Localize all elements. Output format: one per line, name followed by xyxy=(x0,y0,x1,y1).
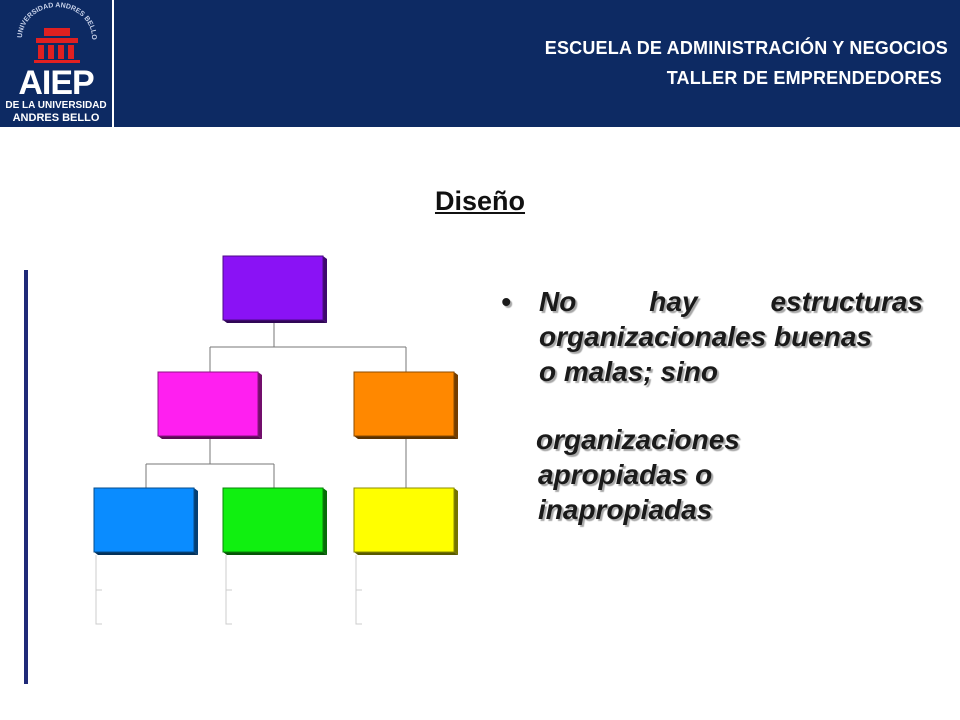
org-box-mid-left xyxy=(157,371,262,439)
bullet-line-3: o malas; sino xyxy=(539,356,718,387)
org-chart xyxy=(93,255,458,625)
logo-line1: DE LA UNIVERSIDAD xyxy=(5,100,106,111)
continuation-text: organizaciones apropiadas o inapropiadas xyxy=(528,422,740,527)
left-vertical-rule xyxy=(24,270,28,684)
org-box-bottom-1 xyxy=(93,487,198,555)
org-box-mid-right xyxy=(353,371,458,439)
bullet-word-1: No xyxy=(539,286,577,317)
logo-line2: ANDRES BELLO xyxy=(13,112,100,124)
continuation-line-2: apropiadas o xyxy=(538,459,713,490)
continuation-line-3: inapropiadas xyxy=(538,494,713,525)
org-chart-connectors xyxy=(145,322,407,488)
aiep-logo: UNIVERSIDAD ANDRES BELLO AIEP DE LA UNIV… xyxy=(0,0,114,127)
header-subtitle: TALLER DE EMPRENDEDORES xyxy=(666,68,942,88)
header-title: ESCUELA DE ADMINISTRACIÓN Y NEGOCIOS xyxy=(544,38,948,58)
slide-title: Diseño xyxy=(434,186,526,216)
logo-wordmark: AIEP xyxy=(18,64,94,102)
bullet-item: • No hay estructuras organizacionales bu… xyxy=(501,284,923,389)
org-box-bottom-2 xyxy=(222,487,327,555)
continuation-line-1: organizaciones xyxy=(536,424,740,455)
header-bar: UNIVERSIDAD ANDRES BELLO AIEP DE LA UNIV… xyxy=(0,0,960,127)
org-box-top xyxy=(222,255,327,323)
bullet-word-3: estructuras xyxy=(770,286,923,317)
org-chart-faint-stubs xyxy=(95,555,362,625)
bullet-line-2: organizacionales buenas xyxy=(539,321,872,352)
building-icon xyxy=(34,28,80,63)
org-box-bottom-3 xyxy=(353,487,458,555)
bullet-marker: • xyxy=(501,286,511,317)
bullet-word-2: hay xyxy=(649,286,698,317)
